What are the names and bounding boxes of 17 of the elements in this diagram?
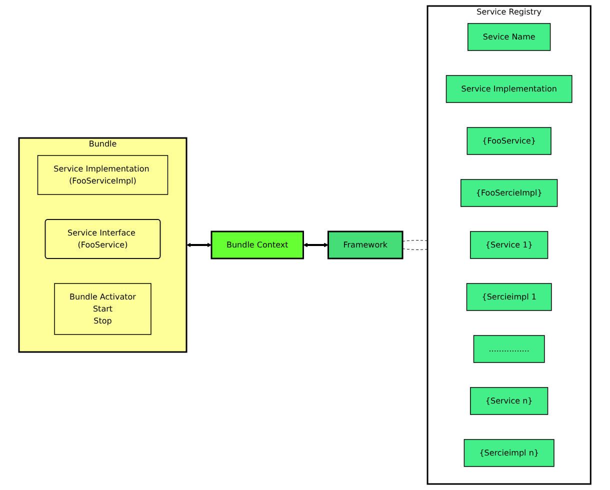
- arrow: [303, 242, 329, 248]
- node-box: {Sercieimpl 1: [466, 283, 552, 311]
- node-box: Bundle Context: [210, 230, 304, 260]
- node-box: Sevice Name: [468, 23, 551, 51]
- node-box: {FooService}: [466, 127, 552, 155]
- node-box: ................: [474, 335, 545, 363]
- node-box: {Service 1}: [470, 231, 548, 259]
- node-box: Bundle Activator Start Stop: [54, 283, 152, 335]
- connector: [402, 240, 428, 242]
- node-box: {Service n}: [470, 387, 548, 415]
- arrow: [186, 242, 212, 248]
- node-box: {FooSercieImpl}: [460, 179, 558, 207]
- node-box: Service Implementation: [446, 75, 572, 103]
- node-box: Framework: [328, 230, 404, 260]
- node-box: {Sercieimpl n}: [464, 439, 555, 467]
- node-box: Service Implementation (FooServiceImpl): [38, 155, 168, 195]
- connector: [402, 248, 428, 250]
